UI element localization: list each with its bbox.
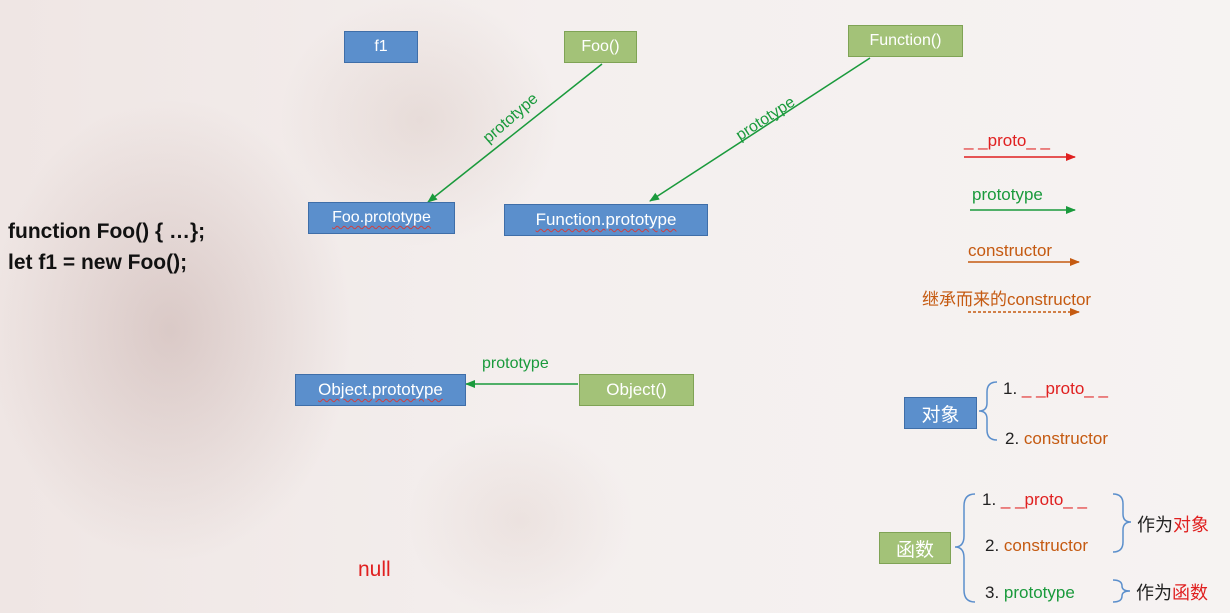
function-item-3: 3. prototype	[985, 583, 1075, 603]
node-object-prototype: Object.prototype	[295, 374, 466, 406]
function-item-3-number: 3.	[985, 583, 1004, 602]
object-item-2-number: 2.	[1005, 429, 1024, 448]
as-object-prefix: 作为	[1137, 515, 1173, 535]
function-item-1-text: _ _proto_ _	[1000, 490, 1087, 509]
node-object-prototype-label: Object.prototype	[318, 380, 443, 399]
node-null: null	[358, 558, 391, 581]
code-line-1: function Foo() { …};	[8, 220, 206, 243]
as-function-word: 函数	[1172, 583, 1208, 603]
as-object-note: 作为对象	[1137, 511, 1209, 537]
function-item-1-number: 1.	[982, 490, 1001, 509]
edge-label-object-prototype: prototype	[482, 355, 549, 372]
node-f1-label: f1	[374, 38, 388, 55]
function-item-2: 2. constructor	[985, 536, 1088, 556]
as-object-brace	[1112, 493, 1132, 553]
as-function-prefix: 作为	[1136, 583, 1172, 603]
code-snippet: function Foo() { …}; let f1 = new Foo();	[8, 216, 205, 278]
node-function: Function()	[848, 25, 963, 57]
edge-function-prototype	[649, 57, 871, 202]
node-object-label: Object()	[606, 380, 667, 399]
as-function-brace	[1112, 579, 1131, 603]
object-item-1-text: _ _proto_ _	[1021, 379, 1108, 398]
object-section-title: 对象	[904, 397, 977, 429]
node-foo-prototype-label: Foo.prototype	[332, 209, 431, 226]
node-function-prototype: Function.prototype	[504, 204, 708, 236]
function-brace	[954, 493, 976, 603]
node-foo-prototype: Foo.prototype	[308, 202, 455, 234]
as-function-note: 作为函数	[1136, 579, 1208, 605]
object-item-1: 1. _ _proto_ _	[1003, 379, 1108, 399]
node-function-label: Function()	[869, 32, 942, 49]
object-item-2: 2. constructor	[1005, 429, 1108, 449]
object-item-1-number: 1.	[1003, 379, 1022, 398]
function-section-title-label: 函数	[895, 539, 934, 561]
function-item-2-text: constructor	[1003, 536, 1088, 555]
function-section-title: 函数	[879, 532, 951, 564]
legend-proto-label: _ _proto_ _	[964, 131, 1051, 150]
node-function-prototype-label: Function.prototype	[535, 210, 677, 229]
node-foo-label: Foo()	[581, 38, 620, 55]
node-foo: Foo()	[564, 31, 637, 63]
code-line-2: let f1 = new Foo();	[8, 251, 188, 274]
function-item-2-number: 2.	[985, 536, 1004, 555]
object-item-2-text: constructor	[1023, 429, 1108, 448]
function-item-3-text: prototype	[1003, 583, 1075, 602]
function-item-1: 1. _ _proto_ _	[982, 490, 1087, 510]
legend-constructor-label: constructor	[968, 241, 1053, 260]
legend-prototype-label: prototype	[972, 185, 1043, 204]
node-object: Object()	[579, 374, 694, 406]
object-brace	[978, 381, 998, 441]
edge-foo-prototype	[427, 63, 603, 203]
legend-inherited-constructor-label: 继承而来的constructor	[922, 290, 1092, 309]
node-f1: f1	[344, 31, 418, 63]
as-object-word: 对象	[1173, 515, 1209, 535]
object-section-title-label: 对象	[921, 404, 960, 426]
